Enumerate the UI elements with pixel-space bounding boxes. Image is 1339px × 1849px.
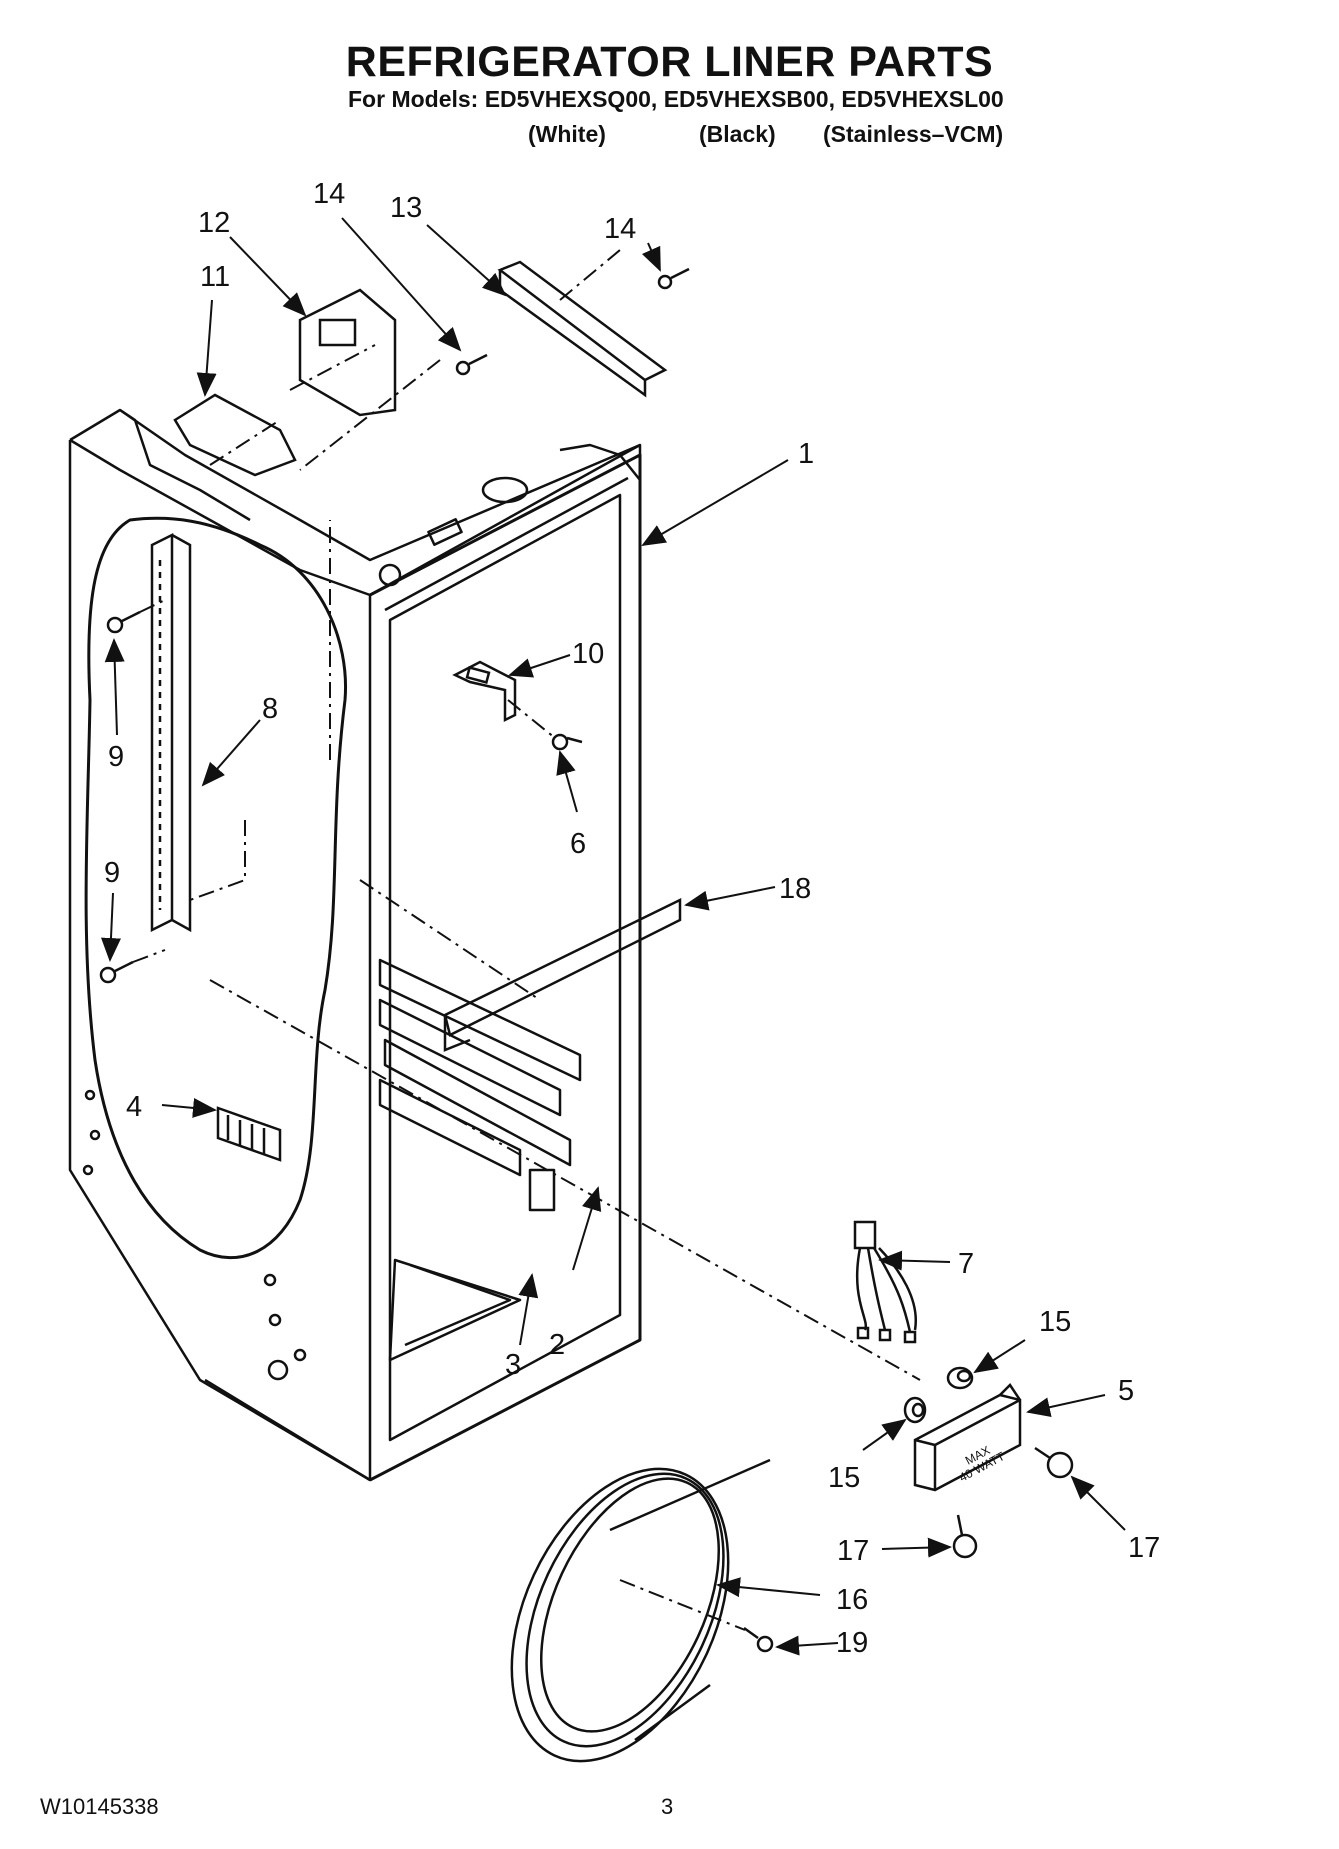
callout-labels: 1 2 3 4 5 6 7 8 9 9 10 11 12 13 14 14 15… (104, 178, 1160, 1659)
cover-part-18 (443, 897, 682, 1052)
callout-17-left: 17 (837, 1535, 869, 1567)
callout-4: 4 (126, 1091, 142, 1123)
callout-3: 3 (505, 1349, 521, 1381)
leader-10 (508, 654, 571, 678)
callout-9-lower: 9 (104, 857, 120, 889)
callout-16: 16 (836, 1584, 868, 1616)
models-line: For Models: ED5VHEXSQ00, ED5VHEXSB00, ED… (348, 86, 1004, 112)
leader-7 (878, 1250, 951, 1271)
callout-2: 2 (549, 1329, 565, 1361)
page-title: REFRIGERATOR LINER PARTS (345, 38, 994, 86)
leader-lines (100, 217, 1126, 1656)
leader-2 (572, 1186, 602, 1271)
leader-9a (104, 638, 125, 736)
document-number: W10145338 (40, 1794, 159, 1819)
plugs-part-17 (952, 1446, 1074, 1559)
leader-9b (100, 892, 121, 962)
screw-6 (551, 733, 583, 751)
callout-14-left: 14 (313, 178, 345, 210)
wire-harness-part-7 (853, 1220, 918, 1344)
leader-17b (881, 1537, 952, 1558)
leader-8 (201, 719, 261, 787)
leader-15a (973, 1339, 1026, 1374)
page-number: 3 (661, 1794, 674, 1819)
liner-cabinet (68, 408, 642, 1482)
leader-12 (229, 236, 307, 317)
leader-4 (161, 1097, 217, 1118)
callout-7: 7 (958, 1248, 974, 1280)
screws (99, 267, 774, 1653)
bracket-part-10 (452, 660, 517, 723)
screw-9-top (106, 610, 141, 634)
leader-17a (1070, 1475, 1126, 1531)
heater-coil-part-16 (510, 1458, 771, 1763)
callout-15-upper: 15 (1039, 1306, 1071, 1338)
callout-14-right: 14 (604, 213, 636, 245)
control-housing-parts-11-12 (173, 288, 397, 477)
leader-18 (684, 886, 776, 911)
callout-9-upper: 9 (108, 741, 124, 773)
vent-part-4 (216, 1106, 282, 1162)
callout-6: 6 (570, 828, 586, 860)
leader-3 (518, 1273, 539, 1346)
leader-15b (862, 1418, 907, 1451)
leader-11 (196, 299, 217, 397)
screw-14-left (455, 353, 488, 376)
callout-10: 10 (572, 638, 604, 670)
leader-14b (641, 242, 661, 272)
leader-16 (716, 1577, 821, 1598)
lamp-housing-part-5: MAX 40 WATT (913, 1383, 1022, 1492)
leader-13 (426, 224, 507, 297)
clips-part-15 (903, 1366, 974, 1424)
leader-19 (775, 1635, 839, 1656)
callout-19: 19 (836, 1627, 868, 1659)
screw-9-bottom (99, 960, 134, 984)
callout-12: 12 (198, 207, 230, 239)
callout-1: 1 (798, 438, 814, 470)
variant-white: (White) (528, 121, 606, 147)
variant-stainless: (Stainless–VCM) (823, 121, 1004, 147)
callout-5: 5 (1118, 1375, 1134, 1407)
screw-19 (743, 1626, 774, 1653)
vertical-shelf-rail (150, 532, 192, 933)
callout-13: 13 (390, 192, 422, 224)
alignment-lines (132, 249, 921, 1631)
leader-1 (641, 459, 789, 547)
leader-14a (341, 217, 462, 352)
leader-6 (556, 750, 578, 813)
screw-14-right (657, 267, 690, 290)
callout-8: 8 (262, 693, 278, 725)
callout-17-right: 17 (1128, 1532, 1160, 1564)
callout-11: 11 (200, 261, 230, 293)
variant-black: (Black) (699, 121, 776, 147)
callout-18: 18 (779, 873, 811, 905)
top-bracket-part-13 (497, 260, 668, 398)
callout-15-lower: 15 (828, 1462, 860, 1494)
leader-5 (1026, 1394, 1106, 1418)
